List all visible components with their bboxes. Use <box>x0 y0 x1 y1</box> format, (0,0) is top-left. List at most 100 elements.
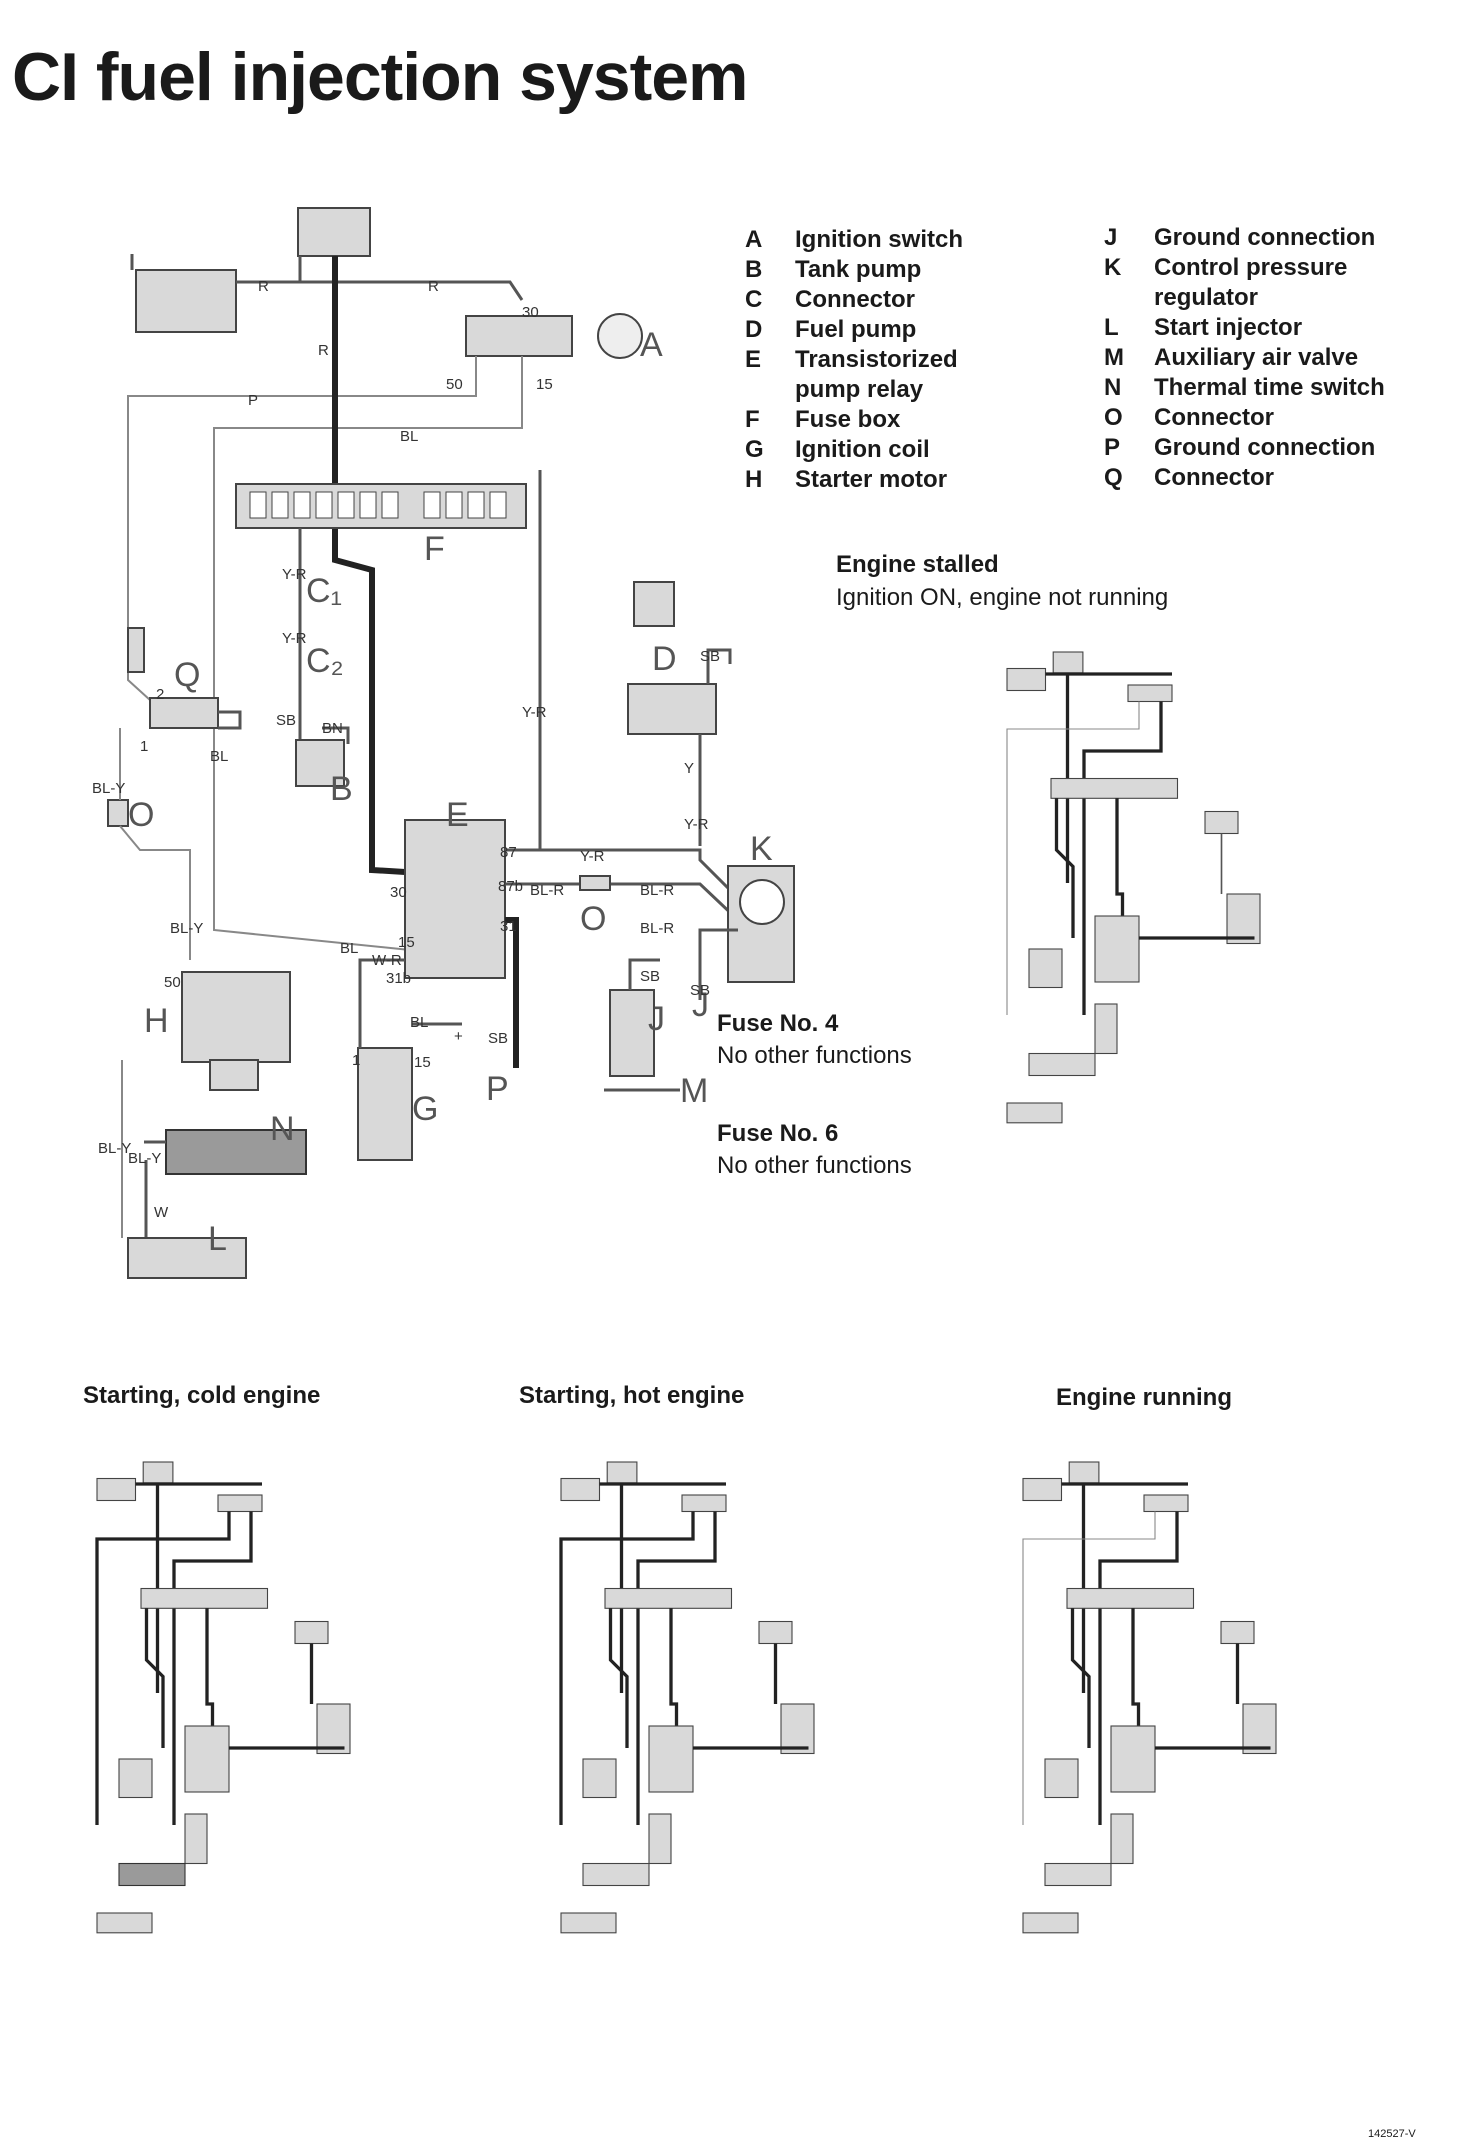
fuse6-title: Fuse No. 6 <box>717 1120 839 1147</box>
legend-key: N <box>1104 374 1122 401</box>
ignition-switch <box>465 315 573 357</box>
legend-label: Start injector <box>1154 314 1303 341</box>
legend-label: regulator <box>1154 284 1259 311</box>
auxiliary-air-valve <box>609 989 655 1077</box>
letter-k: K <box>750 830 773 868</box>
connector-o <box>107 799 129 827</box>
legend-label: Connector <box>1154 404 1274 431</box>
wire-label: BL-R <box>640 882 675 899</box>
legend-key: C <box>745 286 763 313</box>
wire-label: BL-Y <box>98 1140 132 1157</box>
battery <box>135 269 237 333</box>
wire-label: Y-R <box>282 566 307 583</box>
legend-label: Fuel pump <box>795 316 917 343</box>
wire-label: 15 <box>536 376 553 393</box>
wire-label: BN <box>322 720 343 737</box>
thumb-starting-hot <box>559 1461 815 1934</box>
wire-label: Y-R <box>580 848 605 865</box>
wire-label: 1 <box>352 1052 361 1069</box>
legend-key: Q <box>1104 464 1123 491</box>
wire-label: P <box>248 392 259 409</box>
legend-label: Ground connection <box>1154 224 1376 251</box>
legend-key: K <box>1104 254 1122 281</box>
tank-pump <box>295 739 345 787</box>
legend-label: Starter motor <box>795 466 948 493</box>
legend-key: G <box>745 436 764 463</box>
wire-label: SB <box>700 648 721 665</box>
letter-m: M <box>680 1072 708 1110</box>
ignition-key-icon <box>597 313 643 359</box>
legend-key: M <box>1104 344 1124 371</box>
letter-a: A <box>640 326 663 364</box>
wire-label: Y <box>684 760 695 777</box>
legend-label: pump relay <box>795 376 924 403</box>
wire-label: + <box>454 1028 463 1045</box>
wire-label: 1 <box>140 738 149 755</box>
wire-label: W-R <box>372 952 402 969</box>
letter-f: F <box>424 530 445 568</box>
legend-key: O <box>1104 404 1123 431</box>
wire-label: 30 <box>390 884 407 901</box>
thermal-time-switch <box>165 1129 307 1175</box>
fuel-pump-top <box>633 581 675 627</box>
fuse4-title: Fuse No. 4 <box>717 1010 839 1037</box>
letter-h: H <box>144 1002 169 1040</box>
legend-key: P <box>1104 434 1121 461</box>
legend-label: Ignition switch <box>795 226 963 253</box>
letter-p: P <box>486 1070 509 1108</box>
thumb-engine-running <box>1022 1461 1277 1934</box>
legend-key: A <box>745 226 763 253</box>
legend-key: B <box>745 256 763 283</box>
top-terminal-block <box>297 207 371 257</box>
caption-engine-running: Engine running <box>1056 1384 1232 1411</box>
legend-key: H <box>745 466 763 493</box>
wire-label: 30 <box>522 304 539 321</box>
legend-key: L <box>1104 314 1119 341</box>
legend-label: Connector <box>1154 464 1274 491</box>
legend-label: Auxiliary air valve <box>1154 344 1359 371</box>
engine-stalled-subtitle: Ignition ON, engine not running <box>836 584 1169 611</box>
wire-label: W <box>154 1204 169 1221</box>
legend-key: F <box>745 406 760 433</box>
main-diagram-wires <box>107 207 795 1279</box>
letter-o-2: O <box>580 900 606 938</box>
wire-label: 31 <box>500 918 517 935</box>
wire-label: 87b <box>498 878 524 895</box>
legend-key: J <box>1104 224 1118 251</box>
letter-g: G <box>412 1090 438 1128</box>
wire-label: BL-Y <box>170 920 204 937</box>
caption-cold-engine: Starting, cold engine <box>83 1382 321 1409</box>
starter-motor <box>181 971 291 1063</box>
wire-label: Y-R <box>684 816 709 833</box>
legend-label: Connector <box>795 286 915 313</box>
letter-e: E <box>446 796 469 834</box>
legend-key: D <box>745 316 763 343</box>
letter-b: B <box>330 770 353 808</box>
fuse6-body: No other functions <box>717 1152 912 1179</box>
legend-label: Transistorized <box>795 346 958 373</box>
wire-label: R <box>318 342 329 359</box>
legend-label: Fuse box <box>795 406 901 433</box>
start-injector <box>127 1237 247 1279</box>
legend-label: Ground connection <box>1154 434 1376 461</box>
connector-q <box>149 697 219 729</box>
wire-label: 50 <box>446 376 463 393</box>
thumb-starting-cold <box>95 1461 351 1934</box>
letter-o-1: O <box>128 796 154 834</box>
legend-label: Control pressure <box>1154 254 1348 281</box>
wire-label: SB <box>640 968 661 985</box>
legend-key: E <box>745 346 762 373</box>
wire-label: BL <box>410 1014 429 1031</box>
wire-label: BL <box>340 940 359 957</box>
wire-label: BL-Y <box>128 1150 162 1167</box>
wire-label: R <box>428 278 439 295</box>
starter-motor-gear <box>209 1059 259 1091</box>
fuse-cells <box>249 491 507 519</box>
wire-label: BL <box>210 748 229 765</box>
letter-n: N <box>270 1110 295 1148</box>
wire-label: R <box>258 278 269 295</box>
wire-label: SB <box>276 712 297 729</box>
